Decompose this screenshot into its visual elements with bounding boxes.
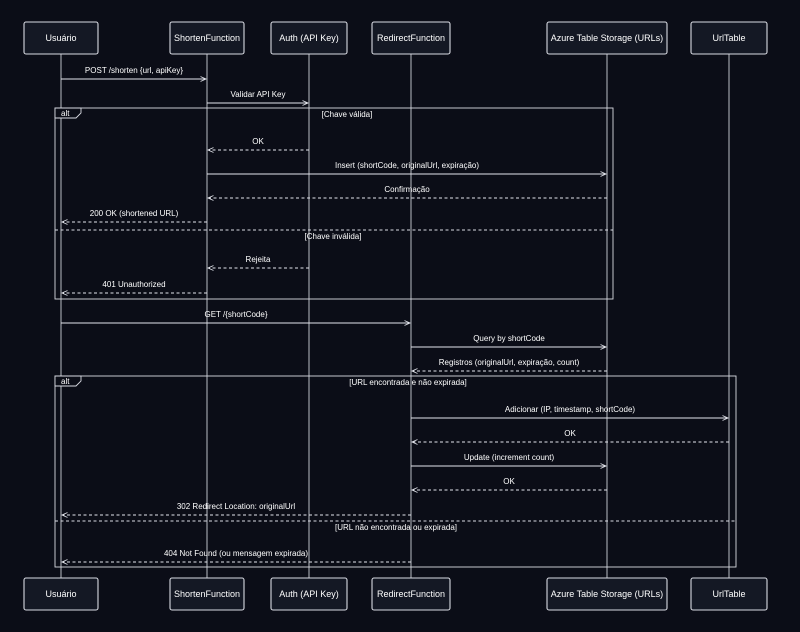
message-label: OK [503, 477, 515, 486]
actor-box [23, 577, 99, 611]
message-15-ok: OK [412, 477, 607, 490]
message-label: Update (increment count) [464, 453, 555, 462]
fragment-guard: [Chave válida] [322, 110, 373, 119]
message-4-insert-shortcode-originalurl-expira-o: Insert (shortCode, originalUrl, expiraçã… [207, 161, 606, 174]
message-9-get-shortcode: GET /{shortCode} [61, 310, 410, 323]
actor-box [169, 577, 245, 611]
message-label: 404 Not Found (ou mensagem expirada) [164, 549, 308, 558]
message-label: POST /shorten {url, apiKey} [85, 66, 183, 75]
message-label: Registros (originalUrl, expiração, count… [439, 358, 580, 367]
message-14-update-increment-count: Update (increment count) [411, 453, 606, 466]
actor-box [23, 21, 99, 55]
message-label: Confirmação [384, 185, 430, 194]
message-label: 302 Redirect Location: originalUrl [177, 502, 296, 511]
message-16-302-redirect-location-originalurl: 302 Redirect Location: originalUrl [62, 502, 411, 515]
message-13-ok: OK [412, 429, 729, 442]
fragment-frame [54, 107, 614, 300]
message-2-validar-api-key: Validar API Key [207, 90, 308, 103]
message-8-401-unauthorized: 401 Unauthorized [62, 280, 207, 293]
actor-redirect-bottom: RedirectFunction [371, 577, 451, 611]
message-6-200-ok-shortened-url: 200 OK (shortened URL) [62, 209, 207, 222]
actor-box [690, 21, 768, 55]
actor-label: Azure Table Storage (URLs) [551, 33, 663, 43]
message-label: 200 OK (shortened URL) [90, 209, 179, 218]
actor-urltable-bottom: UrlTable [690, 577, 768, 611]
actor-label: UrlTable [712, 33, 745, 43]
alt-fragment-2: alt [URL encontrada e não expirada] [URL n… [54, 375, 737, 568]
message-12-adicionar-ip-timestamp-shortcode: Adicionar (IP, timestamp, shortCode) [411, 405, 728, 418]
actor-box [371, 21, 451, 55]
message-label: GET /{shortCode} [205, 310, 268, 319]
message-label: Insert (shortCode, originalUrl, expiraçã… [335, 161, 479, 170]
message-17-404-not-found-ou-mensagem-expirada: 404 Not Found (ou mensagem expirada) [62, 549, 411, 562]
message-3-ok: OK [208, 137, 309, 150]
actor-box [690, 577, 768, 611]
message-label: Adicionar (IP, timestamp, shortCode) [505, 405, 635, 414]
actor-label: ShortenFunction [174, 589, 240, 599]
actor-redirect-top: RedirectFunction [371, 21, 451, 55]
message-10-query-by-shortcode: Query by shortCode [411, 334, 606, 347]
actor-label: Auth (API Key) [279, 33, 339, 43]
actor-shorten-top: ShortenFunction [169, 21, 245, 55]
actor-box [270, 577, 348, 611]
fragment-guard: [URL não encontrada ou expirada] [335, 523, 457, 532]
message-label: OK [252, 137, 264, 146]
message-1-post-shorten-url-apikey: POST /shorten {url, apiKey} [61, 66, 206, 79]
fragment-tab [54, 375, 82, 387]
actor-storage-bottom: Azure Table Storage (URLs) [546, 577, 668, 611]
actor-storage-top: Azure Table Storage (URLs) [546, 21, 668, 55]
actor-label: Usuário [45, 589, 76, 599]
fragment-tab [54, 107, 82, 119]
actor-box [546, 21, 668, 55]
actor-box [371, 577, 451, 611]
fragment-frame [54, 375, 737, 568]
fragment-keyword: alt [61, 109, 70, 118]
actor-label: ShortenFunction [174, 33, 240, 43]
actor-box [270, 21, 348, 55]
actor-label: RedirectFunction [377, 589, 445, 599]
actor-auth-top: Auth (API Key) [270, 21, 348, 55]
alt-fragment-1: alt [Chave válida] [Chave inválida] [54, 107, 614, 300]
fragment-guard: [Chave inválida] [305, 232, 362, 241]
message-label: 401 Unauthorized [102, 280, 165, 289]
fragment-keyword: alt [61, 377, 70, 386]
message-label: Query by shortCode [473, 334, 545, 343]
message-7-rejeita: Rejeita [208, 255, 309, 268]
actor-label: Usuário [45, 33, 76, 43]
message-11-registros-originalurl-expira-o-count: Registros (originalUrl, expiração, count… [412, 358, 607, 371]
actor-auth-bottom: Auth (API Key) [270, 577, 348, 611]
actor-label: Azure Table Storage (URLs) [551, 589, 663, 599]
actor-label: UrlTable [712, 589, 745, 599]
actor-urltable-top: UrlTable [690, 21, 768, 55]
actor-user-bottom: Usuário [23, 577, 99, 611]
actor-label: RedirectFunction [377, 33, 445, 43]
message-label: OK [564, 429, 576, 438]
message-label: Validar API Key [231, 90, 286, 99]
message-5-confirma-o: Confirmação [208, 185, 607, 198]
actor-label: Auth (API Key) [279, 589, 339, 599]
actor-box [546, 577, 668, 611]
message-label: Rejeita [246, 255, 271, 264]
actor-shorten-bottom: ShortenFunction [169, 577, 245, 611]
actor-box [169, 21, 245, 55]
fragment-guard: [URL encontrada e não expirada] [349, 378, 467, 387]
actor-user-top: Usuário [23, 21, 99, 55]
